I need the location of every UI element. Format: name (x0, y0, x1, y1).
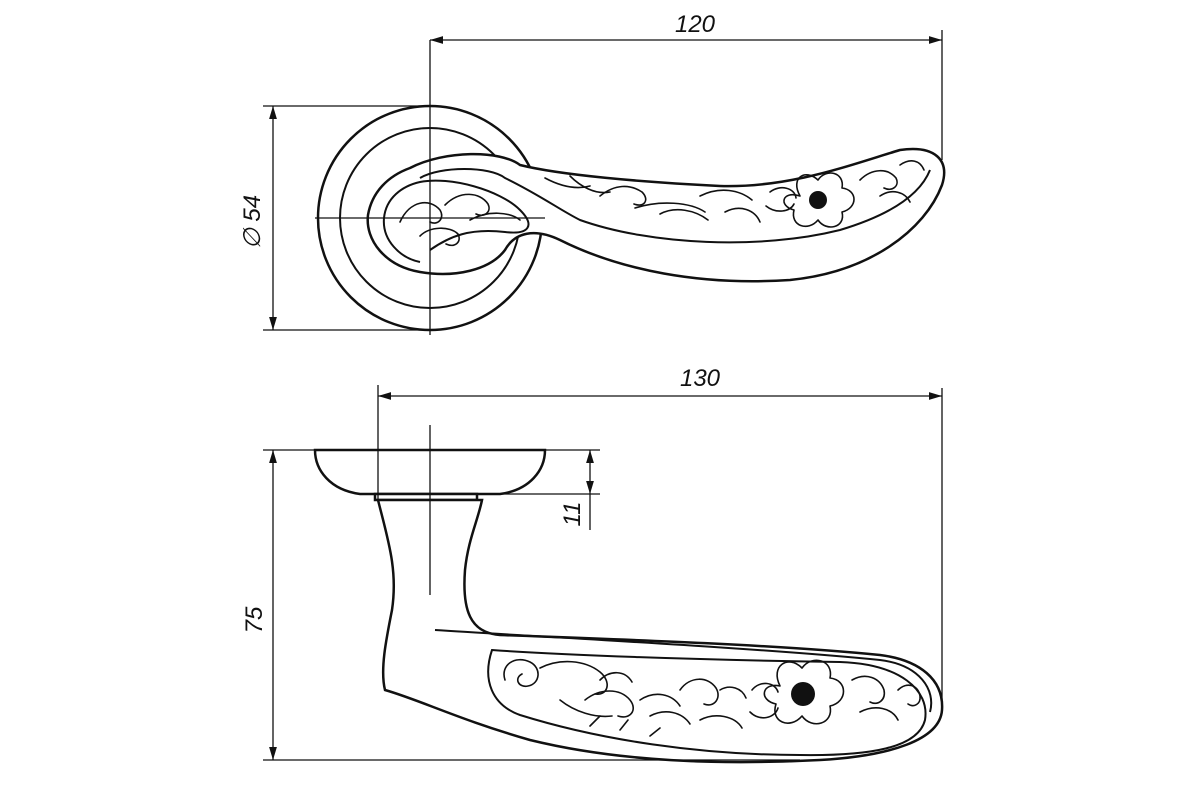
lever-side-decor-panel (487, 648, 927, 757)
dim-54-label: ∅ 54 (239, 195, 266, 249)
dim-130-label: 130 (680, 365, 721, 392)
top-view: 120 ∅ 54 (239, 11, 946, 335)
side-view: 130 11 75 (241, 365, 944, 764)
dim-75-label: 75 (241, 606, 268, 633)
side-flower (749, 659, 845, 725)
side-ornament (503, 658, 921, 737)
dim-11-label: 11 (559, 502, 586, 527)
top-flower (765, 172, 855, 228)
lever-top-neck (382, 179, 530, 263)
lever-side-inner (434, 629, 933, 713)
dim-120-label: 120 (675, 11, 716, 38)
lever-top-inner (419, 168, 931, 244)
